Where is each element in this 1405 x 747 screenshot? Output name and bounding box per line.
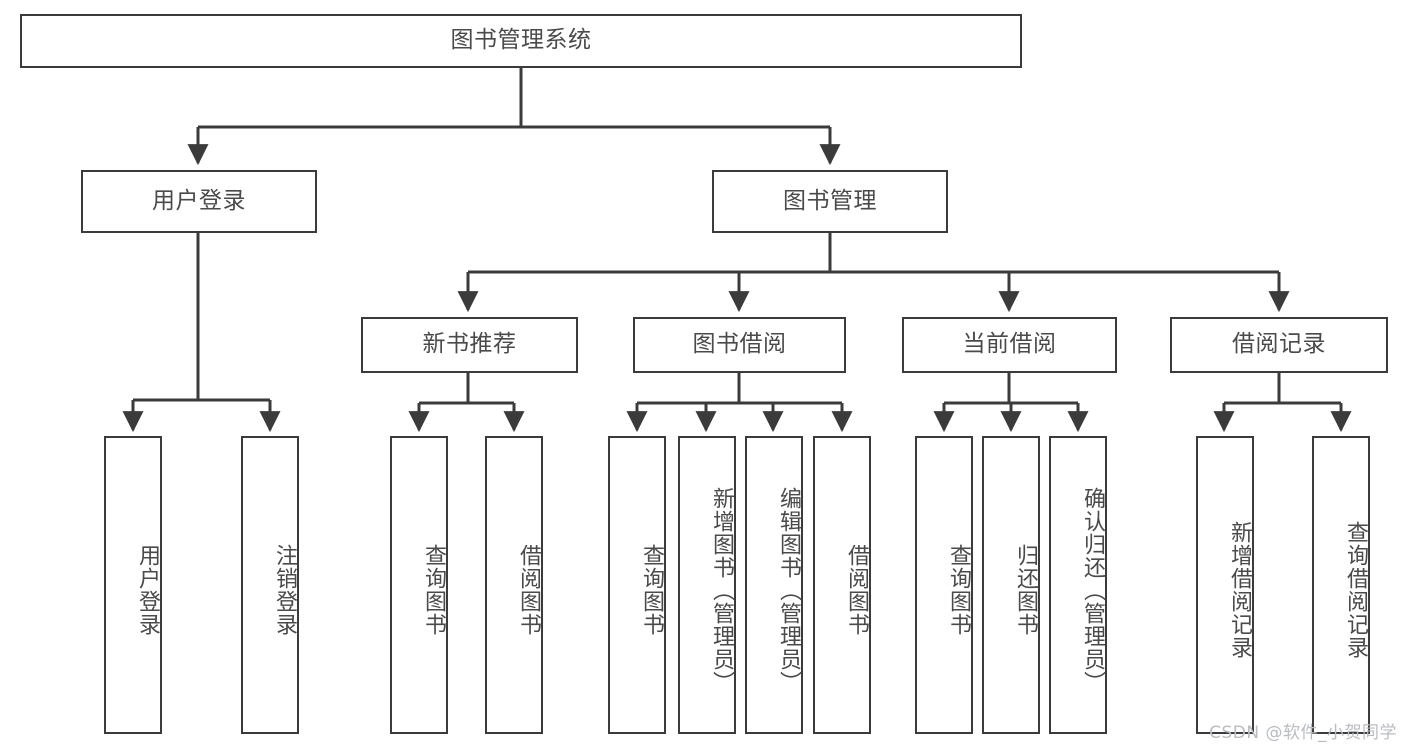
node-book-borrow[interactable]: 图书借阅 xyxy=(633,317,846,373)
csdn-watermark: CSDN @软件_小贺同学 xyxy=(1209,723,1397,743)
node-user-login[interactable]: 用户登录 xyxy=(81,170,317,233)
node-current-borrow[interactable]: 当前借阅 xyxy=(902,317,1117,373)
node-new-book-recommend[interactable]: 新书推荐 xyxy=(361,317,578,373)
leaf-record-query-borrow-record[interactable]: 查询借阅记录 xyxy=(1312,436,1370,734)
node-book-manage[interactable]: 图书管理 xyxy=(712,170,948,233)
leaf-borrow-add-book-admin[interactable]: 新增图书（管理员） xyxy=(678,436,736,734)
leaf-borrow-borrow-book[interactable]: 借阅图书 xyxy=(813,436,871,734)
leaf-recommend-borrow-book[interactable]: 借阅图书 xyxy=(485,436,543,734)
leaf-borrow-query-book[interactable]: 查询图书 xyxy=(608,436,666,734)
leaf-logout[interactable]: 注销登录 xyxy=(241,436,299,734)
node-borrow-record[interactable]: 借阅记录 xyxy=(1170,317,1388,373)
node-root[interactable]: 图书管理系统 xyxy=(20,14,1022,68)
leaf-record-add-borrow-record[interactable]: 新增借阅记录 xyxy=(1196,436,1254,734)
leaf-borrow-edit-book-admin[interactable]: 编辑图书（管理员） xyxy=(745,436,803,734)
leaf-current-return-book[interactable]: 归还图书 xyxy=(982,436,1040,734)
leaf-current-query-book[interactable]: 查询图书 xyxy=(915,436,973,734)
leaf-recommend-query-book[interactable]: 查询图书 xyxy=(390,436,448,734)
leaf-user-login[interactable]: 用户登录 xyxy=(104,436,162,734)
leaf-current-confirm-return-admin[interactable]: 确认归还（管理员） xyxy=(1049,436,1107,734)
